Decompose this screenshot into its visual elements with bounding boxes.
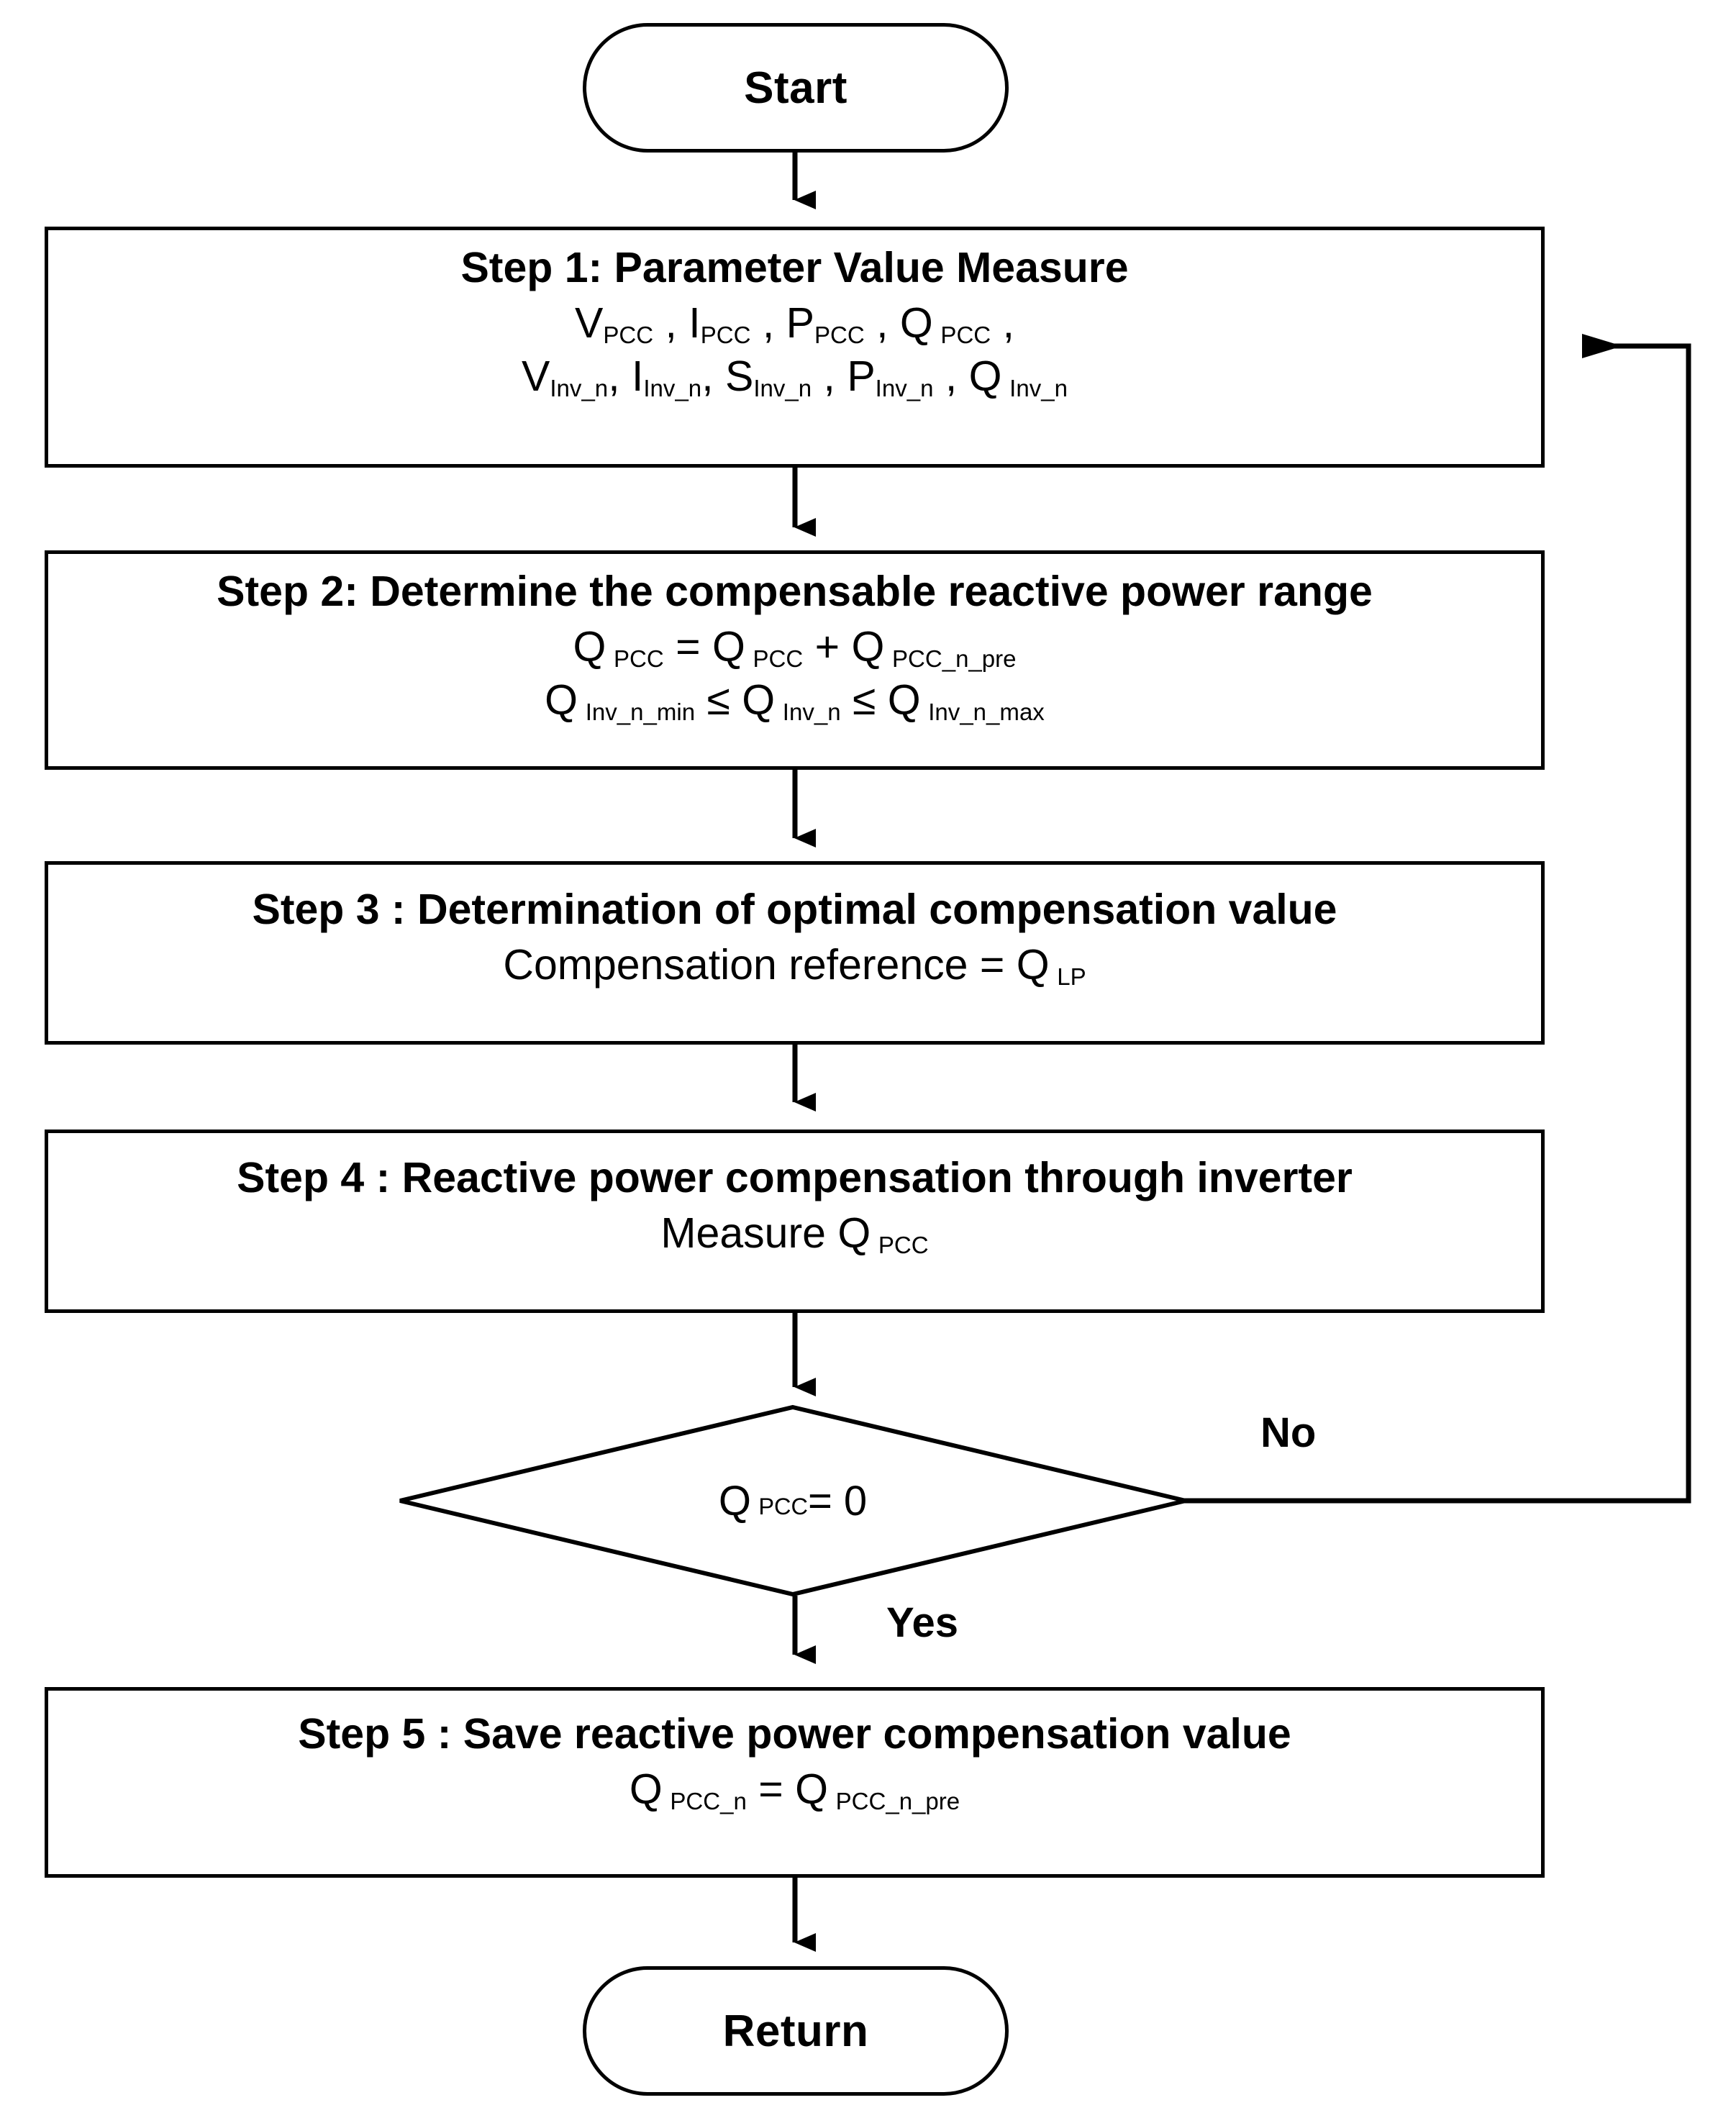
edge-label-no: No	[1260, 1409, 1317, 1456]
node-step3-title: Step 3 : Determination of optimal compen…	[252, 886, 1337, 933]
node-step1[interactable]: Step 1: Parameter Value Measure VPCC , I…	[45, 227, 1545, 468]
node-return[interactable]: Return	[583, 1966, 1009, 2096]
node-step2-title: Step 2: Determine the compensable reacti…	[217, 568, 1373, 615]
node-return-label: Return	[722, 2006, 869, 2056]
node-step3[interactable]: Step 3 : Determination of optimal compen…	[45, 861, 1545, 1045]
edge-label-yes: Yes	[886, 1599, 958, 1646]
node-step1-title: Step 1: Parameter Value Measure	[460, 244, 1129, 291]
node-step5[interactable]: Step 5 : Save reactive power compensatio…	[45, 1687, 1545, 1878]
node-step4-title: Step 4 : Reactive power compensation thr…	[237, 1154, 1353, 1201]
node-step5-title: Step 5 : Save reactive power compensatio…	[298, 1710, 1291, 1758]
node-step2[interactable]: Step 2: Determine the compensable reacti…	[45, 550, 1545, 770]
node-start[interactable]: Start	[583, 23, 1009, 153]
node-step4[interactable]: Step 4 : Reactive power compensation thr…	[45, 1130, 1545, 1313]
decision-diamond-shape	[399, 1404, 1186, 1597]
node-start-label: Start	[744, 63, 847, 113]
